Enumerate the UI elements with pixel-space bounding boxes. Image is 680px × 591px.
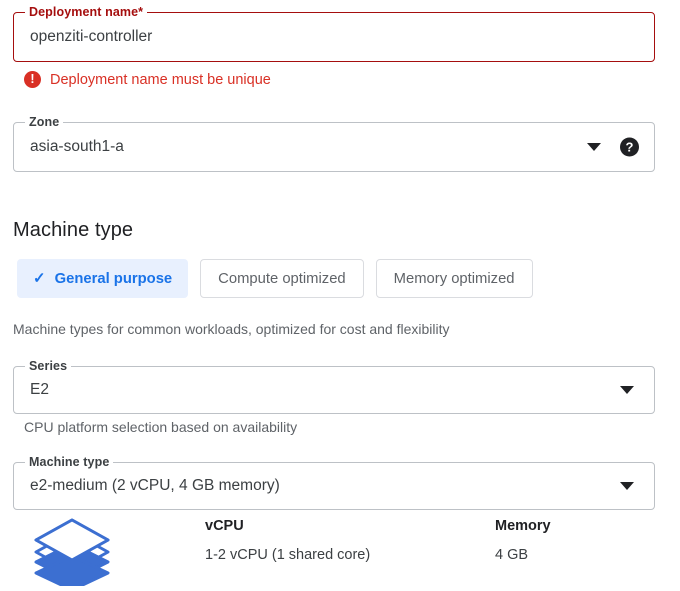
stacked-layers-icon	[30, 516, 114, 591]
toggle-general-purpose-label: General purpose	[54, 270, 173, 287]
specs-header-row: vCPU Memory	[205, 518, 645, 534]
series-hint: CPU platform selection based on availabi…	[24, 419, 298, 435]
series-select[interactable]: Series E2	[13, 359, 655, 414]
specs-value-vcpu: 1-2 vCPU (1 shared core)	[205, 547, 371, 563]
toggle-memory-optimized[interactable]: Memory optimized	[375, 259, 533, 298]
chevron-down-icon[interactable]	[620, 386, 634, 394]
machine-type-select[interactable]: Machine type e2-medium (2 vCPU, 4 GB mem…	[13, 455, 655, 510]
toggle-general-purpose[interactable]: ✓ General purpose	[17, 259, 189, 298]
deployment-name-input[interactable]: openziti-controller	[30, 28, 153, 45]
machine-family-hint: Machine types for common workloads, opti…	[13, 321, 450, 337]
deployment-name-label-text: Deployment name	[29, 5, 139, 19]
deployment-name-field[interactable]: Deployment name* openziti-controller	[13, 5, 655, 62]
machine-specs-table: vCPU Memory 1-2 vCPU (1 shared core) 4 G…	[205, 518, 645, 563]
series-selected-value[interactable]: E2	[30, 381, 49, 398]
deployment-name-label: Deployment name*	[25, 5, 148, 20]
toggle-compute-optimized[interactable]: Compute optimized	[200, 259, 364, 298]
toggle-compute-optimized-label: Compute optimized	[218, 270, 346, 287]
machine-type-section-title: Machine type	[13, 219, 134, 241]
error-exclamation-icon: !	[24, 71, 41, 88]
check-icon: ✓	[33, 270, 46, 287]
chevron-down-icon[interactable]	[587, 143, 601, 151]
specs-header-vcpu: vCPU	[205, 518, 244, 534]
required-asterisk: *	[138, 5, 144, 19]
specs-value-memory: 4 GB	[495, 547, 529, 563]
toggle-memory-optimized-label: Memory optimized	[393, 270, 515, 287]
specs-header-memory: Memory	[495, 518, 551, 534]
error-message-text: Deployment name must be unique	[50, 71, 271, 88]
help-circle-icon[interactable]: ?	[620, 137, 639, 157]
machine-family-toggle-group: ✓ General purpose Compute optimized Memo…	[17, 259, 533, 298]
chevron-down-icon[interactable]	[620, 482, 634, 490]
specs-value-row: 1-2 vCPU (1 shared core) 4 GB	[205, 534, 645, 563]
machine-type-selected-value[interactable]: e2-medium (2 vCPU, 4 GB memory)	[30, 477, 280, 494]
machine-type-label: Machine type	[25, 455, 114, 470]
deployment-name-error: ! Deployment name must be unique	[24, 71, 271, 88]
zone-select[interactable]: Zone asia-south1-a ?	[13, 115, 655, 172]
series-label: Series	[25, 359, 72, 374]
zone-selected-value[interactable]: asia-south1-a	[30, 138, 124, 155]
zone-label: Zone	[25, 115, 64, 130]
